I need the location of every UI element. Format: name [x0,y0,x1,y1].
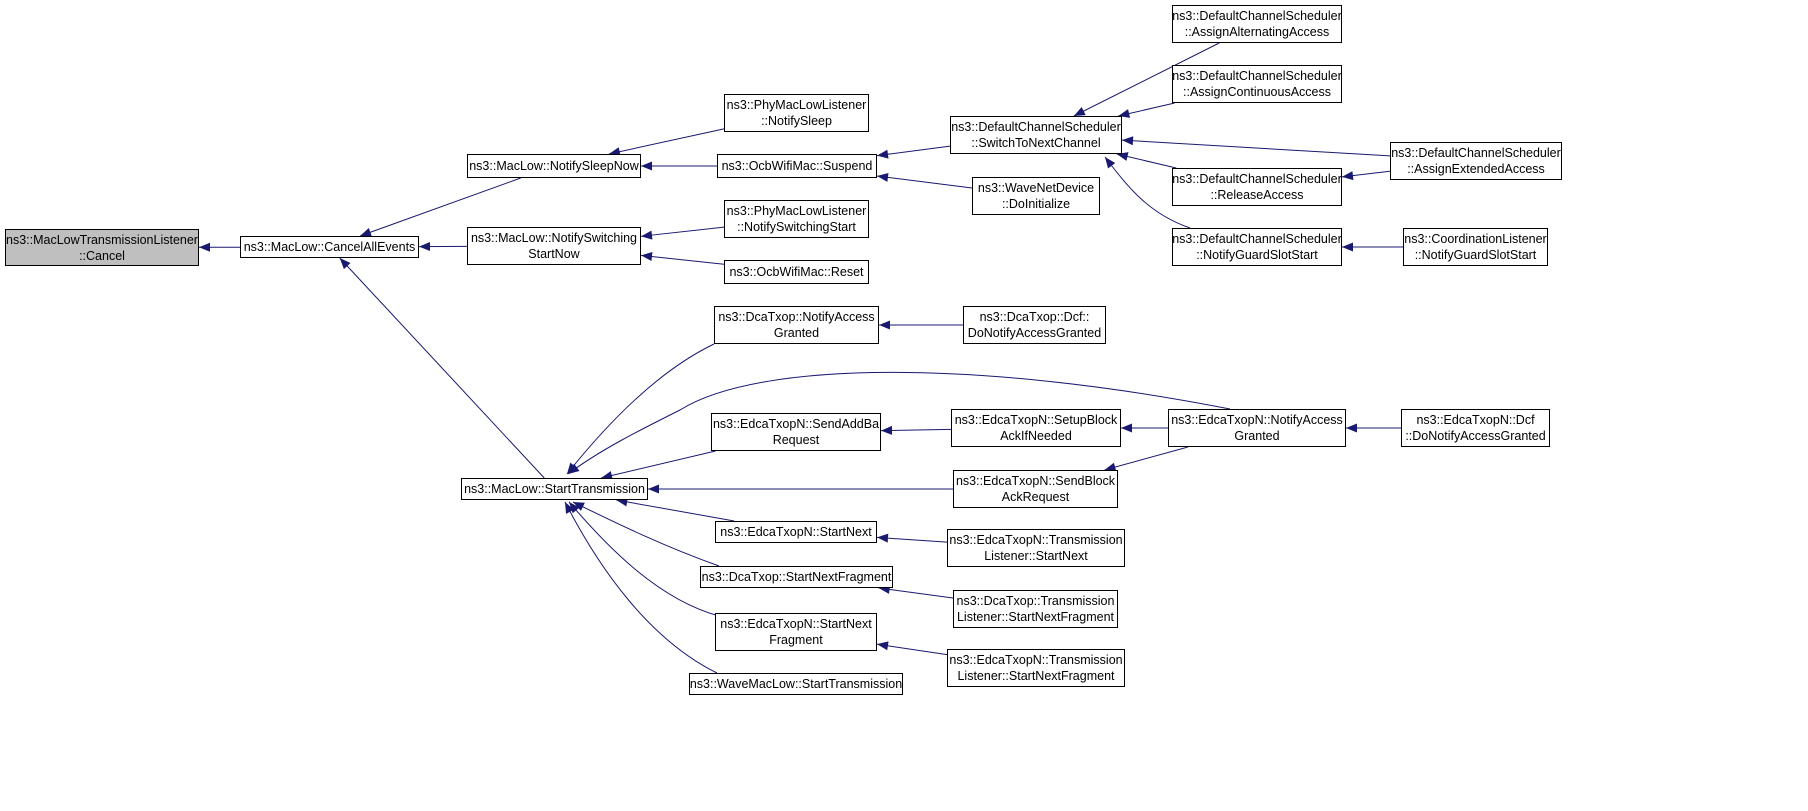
node-label: ns3::PhyMacLowListener ::NotifySwitching… [726,204,867,234]
node-label: ns3::EdcaTxopN::SendAddBa Request [712,417,880,447]
node-label: ns3::EdcaTxopN::StartNext [720,525,872,539]
edge-edcastartnext-to-starttx [616,497,735,522]
edge-coordguard-to-guardslot [1342,242,1403,252]
node-label: ns3::MacLowTransmissionListener ::Cancel [6,232,198,263]
node-contaccess[interactable]: ns3::DefaultChannelScheduler ::AssignCon… [1172,65,1342,103]
node-label: ns3::WaveNetDevice ::DoInitialize [977,181,1095,211]
node-guardslot[interactable]: ns3::DefaultChannelScheduler ::NotifyGua… [1172,228,1342,266]
node-wavestart[interactable]: ns3::WaveMacLow::StartTransmission [689,673,903,695]
edge-cancelall-to-cancel [198,242,241,252]
edge-sendaddba-to-starttx [600,450,716,480]
node-label: ns3::DcaTxop::NotifyAccess Granted [718,310,875,340]
node-sendblock[interactable]: ns3::EdcaTxopN::SendBlock AckRequest [953,470,1118,508]
node-label: ns3::MacLow::NotifySleepNow [469,159,639,173]
edge-edcastartfrag-to-starttx [568,501,720,617]
node-dcatlfrag[interactable]: ns3::DcaTxop::Transmission Listener::Sta… [953,590,1118,628]
edge-reset-to-switchnow [640,252,725,265]
node-suspend[interactable]: ns3::OcbWifiMac::Suspend [717,154,877,178]
node-edcastartfrag[interactable]: ns3::EdcaTxopN::StartNext Fragment [715,613,877,651]
node-label: ns3::PhyMacLowListener ::NotifySleep [726,98,867,128]
node-label: ns3::DcaTxop::StartNextFragment [701,570,892,584]
edge-extaccess-to-switchnext [1121,136,1391,157]
node-starttx[interactable]: ns3::MacLow::StartTransmission [461,478,648,500]
node-edcatlnext[interactable]: ns3::EdcaTxopN::Transmission Listener::S… [947,529,1125,567]
node-switchnow[interactable]: ns3::MacLow::NotifySwitching StartNow [467,227,641,265]
node-label: ns3::DcaTxop::Dcf:: DoNotifyAccessGrante… [967,310,1102,340]
node-reset[interactable]: ns3::OcbWifiMac::Reset [724,260,869,284]
node-label: ns3::DcaTxop::Transmission Listener::Sta… [956,594,1115,624]
node-physwitch[interactable]: ns3::PhyMacLowListener ::NotifySwitching… [724,200,869,238]
node-label: ns3::DefaultChannelScheduler ::SwitchToN… [951,120,1121,150]
node-altaccess[interactable]: ns3::DefaultChannelScheduler ::AssignAlt… [1172,5,1342,43]
node-label: ns3::EdcaTxopN::Transmission Listener::S… [949,653,1123,683]
node-coordguard[interactable]: ns3::CoordinationListener ::NotifyGuardS… [1403,228,1548,266]
node-label: ns3::EdcaTxopN::Transmission Listener::S… [949,533,1123,563]
node-label: ns3::MacLow::StartTransmission [464,482,645,496]
node-switchnext[interactable]: ns3::DefaultChannelScheduler ::SwitchToN… [950,116,1122,154]
node-sendaddba[interactable]: ns3::EdcaTxopN::SendAddBa Request [711,413,881,451]
edge-contaccess-to-switchnext [1118,102,1175,118]
edge-edcatlfrag-to-edcastartfrag [876,641,948,656]
node-label: ns3::DefaultChannelScheduler ::AssignCon… [1172,69,1342,99]
node-label: ns3::EdcaTxopN::Dcf ::DoNotifyAccessGran… [1405,413,1546,443]
edge-edcanotify-to-setupblock [1121,423,1168,433]
edge-guardslot-to-switchnext [1104,156,1191,229]
edge-starttx-to-cancelall [339,257,545,479]
edge-dcanotify-to-starttx [566,343,715,475]
node-label: ns3::EdcaTxopN::SetupBlock AckIfNeeded [954,413,1118,443]
edge-doinit-to-suspend [876,172,973,189]
edge-physleep-to-sleepnow [608,128,725,157]
edge-edcanotify-to-sendblock [1104,446,1189,472]
node-edcadcf[interactable]: ns3::EdcaTxopN::Dcf ::DoNotifyAccessGran… [1401,409,1550,447]
node-label: ns3::OcbWifiMac::Suspend [721,159,873,173]
edge-release-to-switchnext [1116,152,1177,169]
edge-extaccess-to-release [1341,170,1391,181]
edge-sendblock-to-starttx [648,484,953,494]
node-label: ns3::OcbWifiMac::Reset [729,265,864,279]
node-label: ns3::WaveMacLow::StartTransmission [689,677,903,691]
node-label: ns3::EdcaTxopN::SendBlock AckRequest [955,474,1116,504]
node-edcatlfrag[interactable]: ns3::EdcaTxopN::Transmission Listener::S… [947,649,1125,687]
node-sleepnow[interactable]: ns3::MacLow::NotifySleepNow [467,154,641,178]
node-cancel: ns3::MacLowTransmissionListener ::Cancel [5,229,199,266]
node-extaccess[interactable]: ns3::DefaultChannelScheduler ::AssignExt… [1390,142,1562,180]
node-edcanotify[interactable]: ns3::EdcaTxopN::NotifyAccess Granted [1168,409,1346,447]
node-physleep[interactable]: ns3::PhyMacLowListener ::NotifySleep [724,94,869,132]
node-edcastartnext[interactable]: ns3::EdcaTxopN::StartNext [715,521,877,543]
edge-wavestart-to-starttx [564,501,718,674]
node-label: ns3::EdcaTxopN::NotifyAccess Granted [1171,413,1343,443]
edge-altaccess-to-switchnext [1073,42,1220,117]
node-doinit[interactable]: ns3::WaveNetDevice ::DoInitialize [972,177,1100,215]
edge-physwitch-to-switchnow [640,226,725,240]
edge-edcadcf-to-edcanotify [1346,423,1401,433]
edge-setupblock-to-sendaddba [880,425,952,435]
edge-dcadcf-to-dcanotify [879,320,963,330]
edge-dcastartfrag-to-starttx [572,501,720,567]
node-release[interactable]: ns3::DefaultChannelScheduler ::ReleaseAc… [1172,168,1342,206]
node-dcanotify[interactable]: ns3::DcaTxop::NotifyAccess Granted [714,306,879,344]
edge-switchnow-to-cancelall [418,242,468,252]
edge-edcanotify-to-starttx [567,371,1231,475]
edge-edcatlnext-to-edcastartnext [876,533,948,543]
node-label: ns3::DefaultChannelScheduler ::NotifyGua… [1172,232,1342,262]
node-label: ns3::DefaultChannelScheduler ::AssignAlt… [1172,9,1342,39]
node-label: ns3::CoordinationListener ::NotifyGuardS… [1404,232,1547,262]
edge-suspend-to-sleepnow [641,161,717,171]
node-dcadcf[interactable]: ns3::DcaTxop::Dcf:: DoNotifyAccessGrante… [963,306,1106,344]
edge-sleepnow-to-cancelall [359,177,521,237]
edge-switchnext-to-suspend [876,145,951,159]
node-label: ns3::DefaultChannelScheduler ::ReleaseAc… [1172,172,1342,202]
node-label: ns3::EdcaTxopN::StartNext Fragment [720,617,872,647]
node-label: ns3::MacLow::NotifySwitching StartNow [470,231,638,261]
node-setupblock[interactable]: ns3::EdcaTxopN::SetupBlock AckIfNeeded [951,409,1121,447]
node-label: ns3::DefaultChannelScheduler ::AssignExt… [1391,146,1561,176]
node-dcastartfrag[interactable]: ns3::DcaTxop::StartNextFragment [700,566,893,588]
node-cancelall[interactable]: ns3::MacLow::CancelAllEvents [240,236,419,258]
node-label: ns3::MacLow::CancelAllEvents [243,240,416,254]
